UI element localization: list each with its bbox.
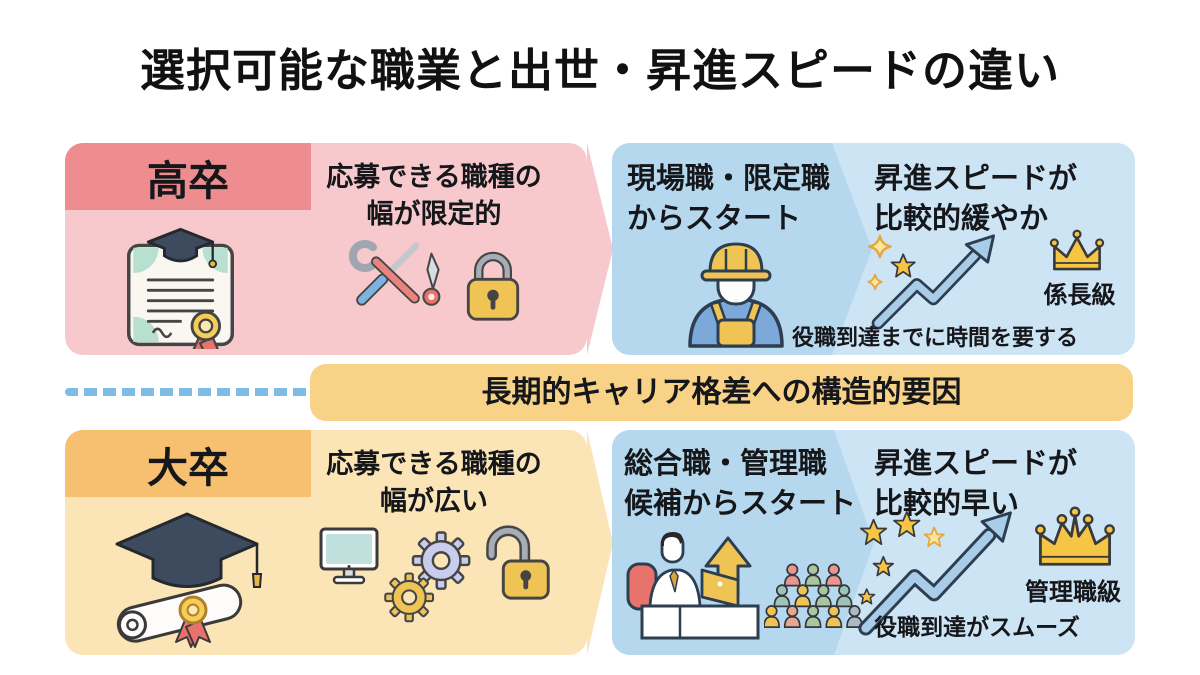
- university-start-text: 総合職・管理職 候補からスタート: [624, 448, 857, 521]
- construction-worker-icon: [680, 229, 792, 349]
- wrench-screwdriver-icon: [341, 235, 445, 317]
- dashed-connector-line: [65, 388, 310, 396]
- university-rank: 管理職級: [1025, 579, 1121, 606]
- locked-padlock-icon: [463, 247, 523, 323]
- page-title: 選択可能な職業と出世・昇進スピードの違い: [139, 45, 1060, 96]
- university-job-scope: 応募できる職種の 幅が広い: [326, 449, 542, 517]
- divider-band: 長期的キャリア格差への構造的要因: [310, 364, 1133, 421]
- highschool-job-scope: 応募できる職種の 幅が限定的: [326, 162, 542, 230]
- highschool-section: 高卒: [65, 143, 613, 355]
- university-career-section: 総合職・管理職 候補からスタート: [612, 430, 1135, 655]
- highschool-start-text: 現場職・限定職 からスタート: [627, 163, 831, 236]
- certificate-icon: [123, 227, 238, 349]
- chevron-right-shape: [832, 143, 872, 355]
- monitor-icon: [317, 526, 381, 588]
- crown-icon: [1048, 229, 1106, 276]
- highschool-label: 高卒: [147, 157, 229, 204]
- university-promotion-text: 昇進スピードが 比較的早い: [874, 448, 1078, 521]
- crown-icon: [1032, 504, 1118, 574]
- sparkle-stars-icon: [858, 510, 945, 605]
- cutter-icon: [422, 252, 441, 306]
- highschool-rank: 係長級: [1043, 282, 1116, 309]
- gears-icon: [383, 530, 475, 628]
- growth-arrow-icon: [862, 231, 1027, 333]
- highschool-career-section: 現場職・限定職 からスタート 昇進スピードが 比較的緩やか: [612, 143, 1135, 355]
- office-worker-desk-icon: [622, 524, 774, 642]
- university-section: 大卒 応募できる職種の 幅が広い: [65, 430, 613, 655]
- highschool-note: 役職到達までに時間を要する: [791, 325, 1078, 350]
- university-header: 大卒: [65, 430, 311, 497]
- university-note: 役職到達がスムーズ: [874, 614, 1080, 640]
- sparkle-stars-icon: [867, 234, 916, 291]
- highschool-header: 高卒: [65, 143, 311, 210]
- highschool-promotion-text: 昇進スピードが 比較的緩やか: [874, 163, 1078, 236]
- wrench-icon: [348, 240, 420, 304]
- graduation-cap-diploma-icon: [105, 508, 270, 648]
- unlocked-padlock-icon: [477, 520, 555, 604]
- divider-label: 長期的キャリア格差への構造的要因: [481, 376, 962, 409]
- university-label: 大卒: [147, 444, 229, 491]
- growth-arrow-icon: [852, 506, 1032, 638]
